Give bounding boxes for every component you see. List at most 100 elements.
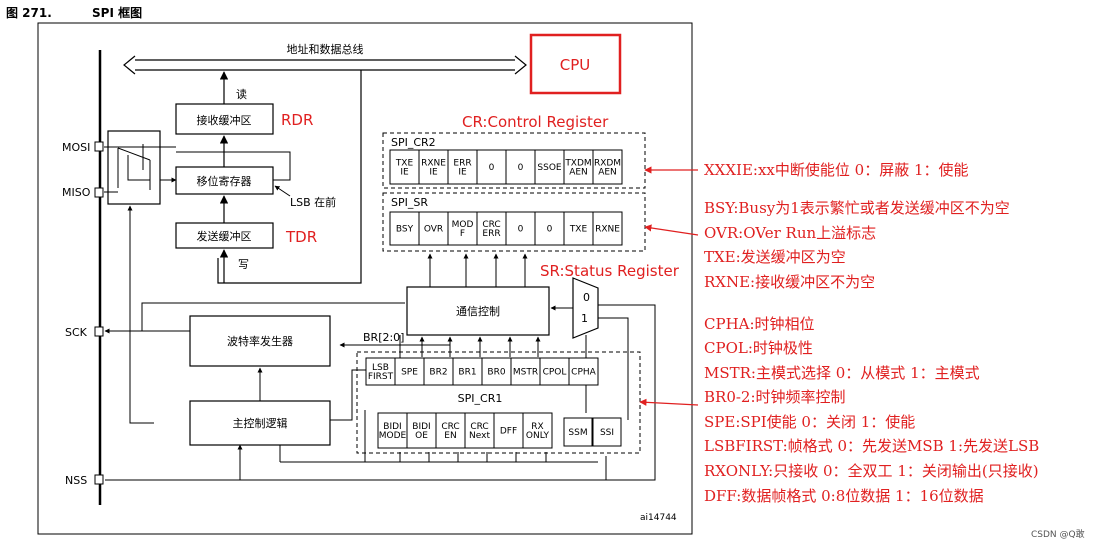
cr1-note-br: BR0-2:时钟频率控制 (704, 388, 846, 406)
cr2-bit-cell (418, 149, 449, 185)
cr1-top-bit-cell (423, 357, 454, 386)
nss-line (105, 304, 656, 481)
tx-buffer-box (175, 222, 274, 249)
cr1-name: SPI_CR1 (458, 392, 503, 405)
cr2-note: XXXIE:xx中断使能位 0：屏蔽 1：使能 (704, 161, 969, 179)
tx-buffer-label: 发送缓冲区 (197, 229, 252, 243)
miso-label: MISO (62, 186, 91, 199)
cr1-note-cpol: CPOL:时钟极性 (704, 339, 813, 357)
cr2-bit-cell (592, 149, 623, 185)
cr1-note-lsbfirst: LSBFIRST:帧格式 0：先发送MSB 1:先发送LSB (704, 437, 1040, 455)
figure-number: 图 271. (6, 6, 52, 20)
mosi-pin (94, 141, 104, 152)
address-data-bus (123, 55, 527, 75)
figure-title: SPI 框图 (92, 5, 142, 20)
figure-frame (37, 22, 693, 535)
sr-note-rxne: RXNE:接收缓冲区不为空 (704, 273, 876, 291)
mosi-label: MOSI (62, 141, 90, 154)
cr1-note-cpha: CPHA:时钟相位 (704, 315, 815, 333)
mux-shape (572, 277, 599, 339)
shift-register-box (175, 166, 274, 195)
sr-bit-label: OVR (424, 225, 443, 235)
ssi-cell (592, 417, 622, 447)
cr1-note-rxonly: RXONLY:只接收 0：全双工 1：关闭输出(只接收) (704, 462, 1039, 480)
cr1-control-arrows (419, 336, 541, 357)
switch-to-master-line (127, 205, 154, 424)
io-switch-wiring (117, 144, 151, 190)
cr2-bit-label: 0 (489, 163, 495, 173)
nss-pin (94, 474, 104, 485)
rx-buffer-box (175, 103, 274, 135)
sr-pointer (644, 224, 699, 236)
cr2-name: SPI_CR2 (391, 136, 436, 149)
io-switch-box (107, 130, 161, 205)
cr1-top-bit-label: BR0 (487, 368, 505, 378)
sr-group (382, 192, 646, 252)
cr1-top-bit-cell (568, 357, 599, 386)
ssm-cell (563, 417, 593, 447)
sr-status-arrows (427, 253, 528, 287)
sr-note-bsy: BSY:Busy为1表示繁忙或者发送缓冲区不为空 (704, 199, 1010, 217)
mux-input-1: 1 (581, 312, 588, 325)
cr1-bottom-bit-cell (435, 412, 466, 449)
cr1-top-bit-cell (365, 357, 396, 386)
bus-label: 地址和数据总线 (287, 42, 364, 56)
bus-to-control-line (217, 70, 362, 284)
sck-branch-line (141, 302, 405, 331)
cr1-note-dff: DFF:数据帧格式 0:8位数据 1：16位数据 (704, 487, 984, 505)
ssm-label: SSM (568, 428, 587, 438)
csdn-watermark: CSDN @Q敢 (1031, 530, 1085, 540)
sr-bit-label: RXNE (595, 225, 620, 235)
cr2-bit-cell (447, 149, 478, 185)
cr1-group (356, 351, 641, 454)
cr-heading: CR:Control Register (462, 113, 609, 131)
baud-generator-label: 波特率发生器 (227, 334, 293, 348)
lsb-first-label: LSB 在前 (290, 195, 336, 209)
comm-control-box (406, 286, 550, 336)
miso-pin (94, 187, 104, 198)
cr2-bit-cell (534, 149, 565, 185)
sr-bit-cell (592, 211, 623, 246)
sr-name: SPI_SR (391, 196, 428, 209)
mux-input-0: 0 (583, 291, 590, 304)
cr1-pointer (639, 398, 699, 406)
sr-bit-label: BSY (396, 225, 414, 235)
source-id: ai14744 (640, 513, 677, 523)
master-control-box (189, 400, 331, 446)
nss-label: NSS (65, 474, 87, 487)
sck-label: SCK (65, 326, 88, 339)
sr-note-txe: TXE:发送缓冲区为空 (704, 248, 846, 266)
cr1-note-spe: SPE:SPI使能 0：关闭 1：使能 (704, 413, 916, 431)
br-label: BR[2:0] (363, 331, 404, 344)
cr1-top-bit-cell (481, 357, 512, 386)
cr1-bottom-bit-cell (522, 412, 553, 449)
sr-bit-label: 0 (518, 225, 524, 235)
lsb-first-arrow (274, 185, 291, 197)
master-control-label: 主控制逻辑 (233, 416, 288, 430)
sr-note-ovr: OVR:OVer Run上溢标志 (704, 224, 877, 242)
shift-register-label: 移位寄存器 (197, 174, 252, 188)
cr1-top-bit-label: BR1 (458, 368, 476, 378)
sr-bit-cell (534, 211, 565, 246)
shift-feedback-line (176, 151, 291, 181)
cr1-top-bit-label: BR2 (429, 368, 447, 378)
cpu-box (529, 33, 622, 95)
cr1-top-bit-label: CPHA (571, 368, 596, 378)
cr2-bit-cell (476, 149, 507, 185)
sr-bit-label: TXE (569, 225, 588, 235)
cr1-bottom-bit-cell (406, 412, 437, 449)
cr1-top-bit-cell (452, 357, 483, 386)
